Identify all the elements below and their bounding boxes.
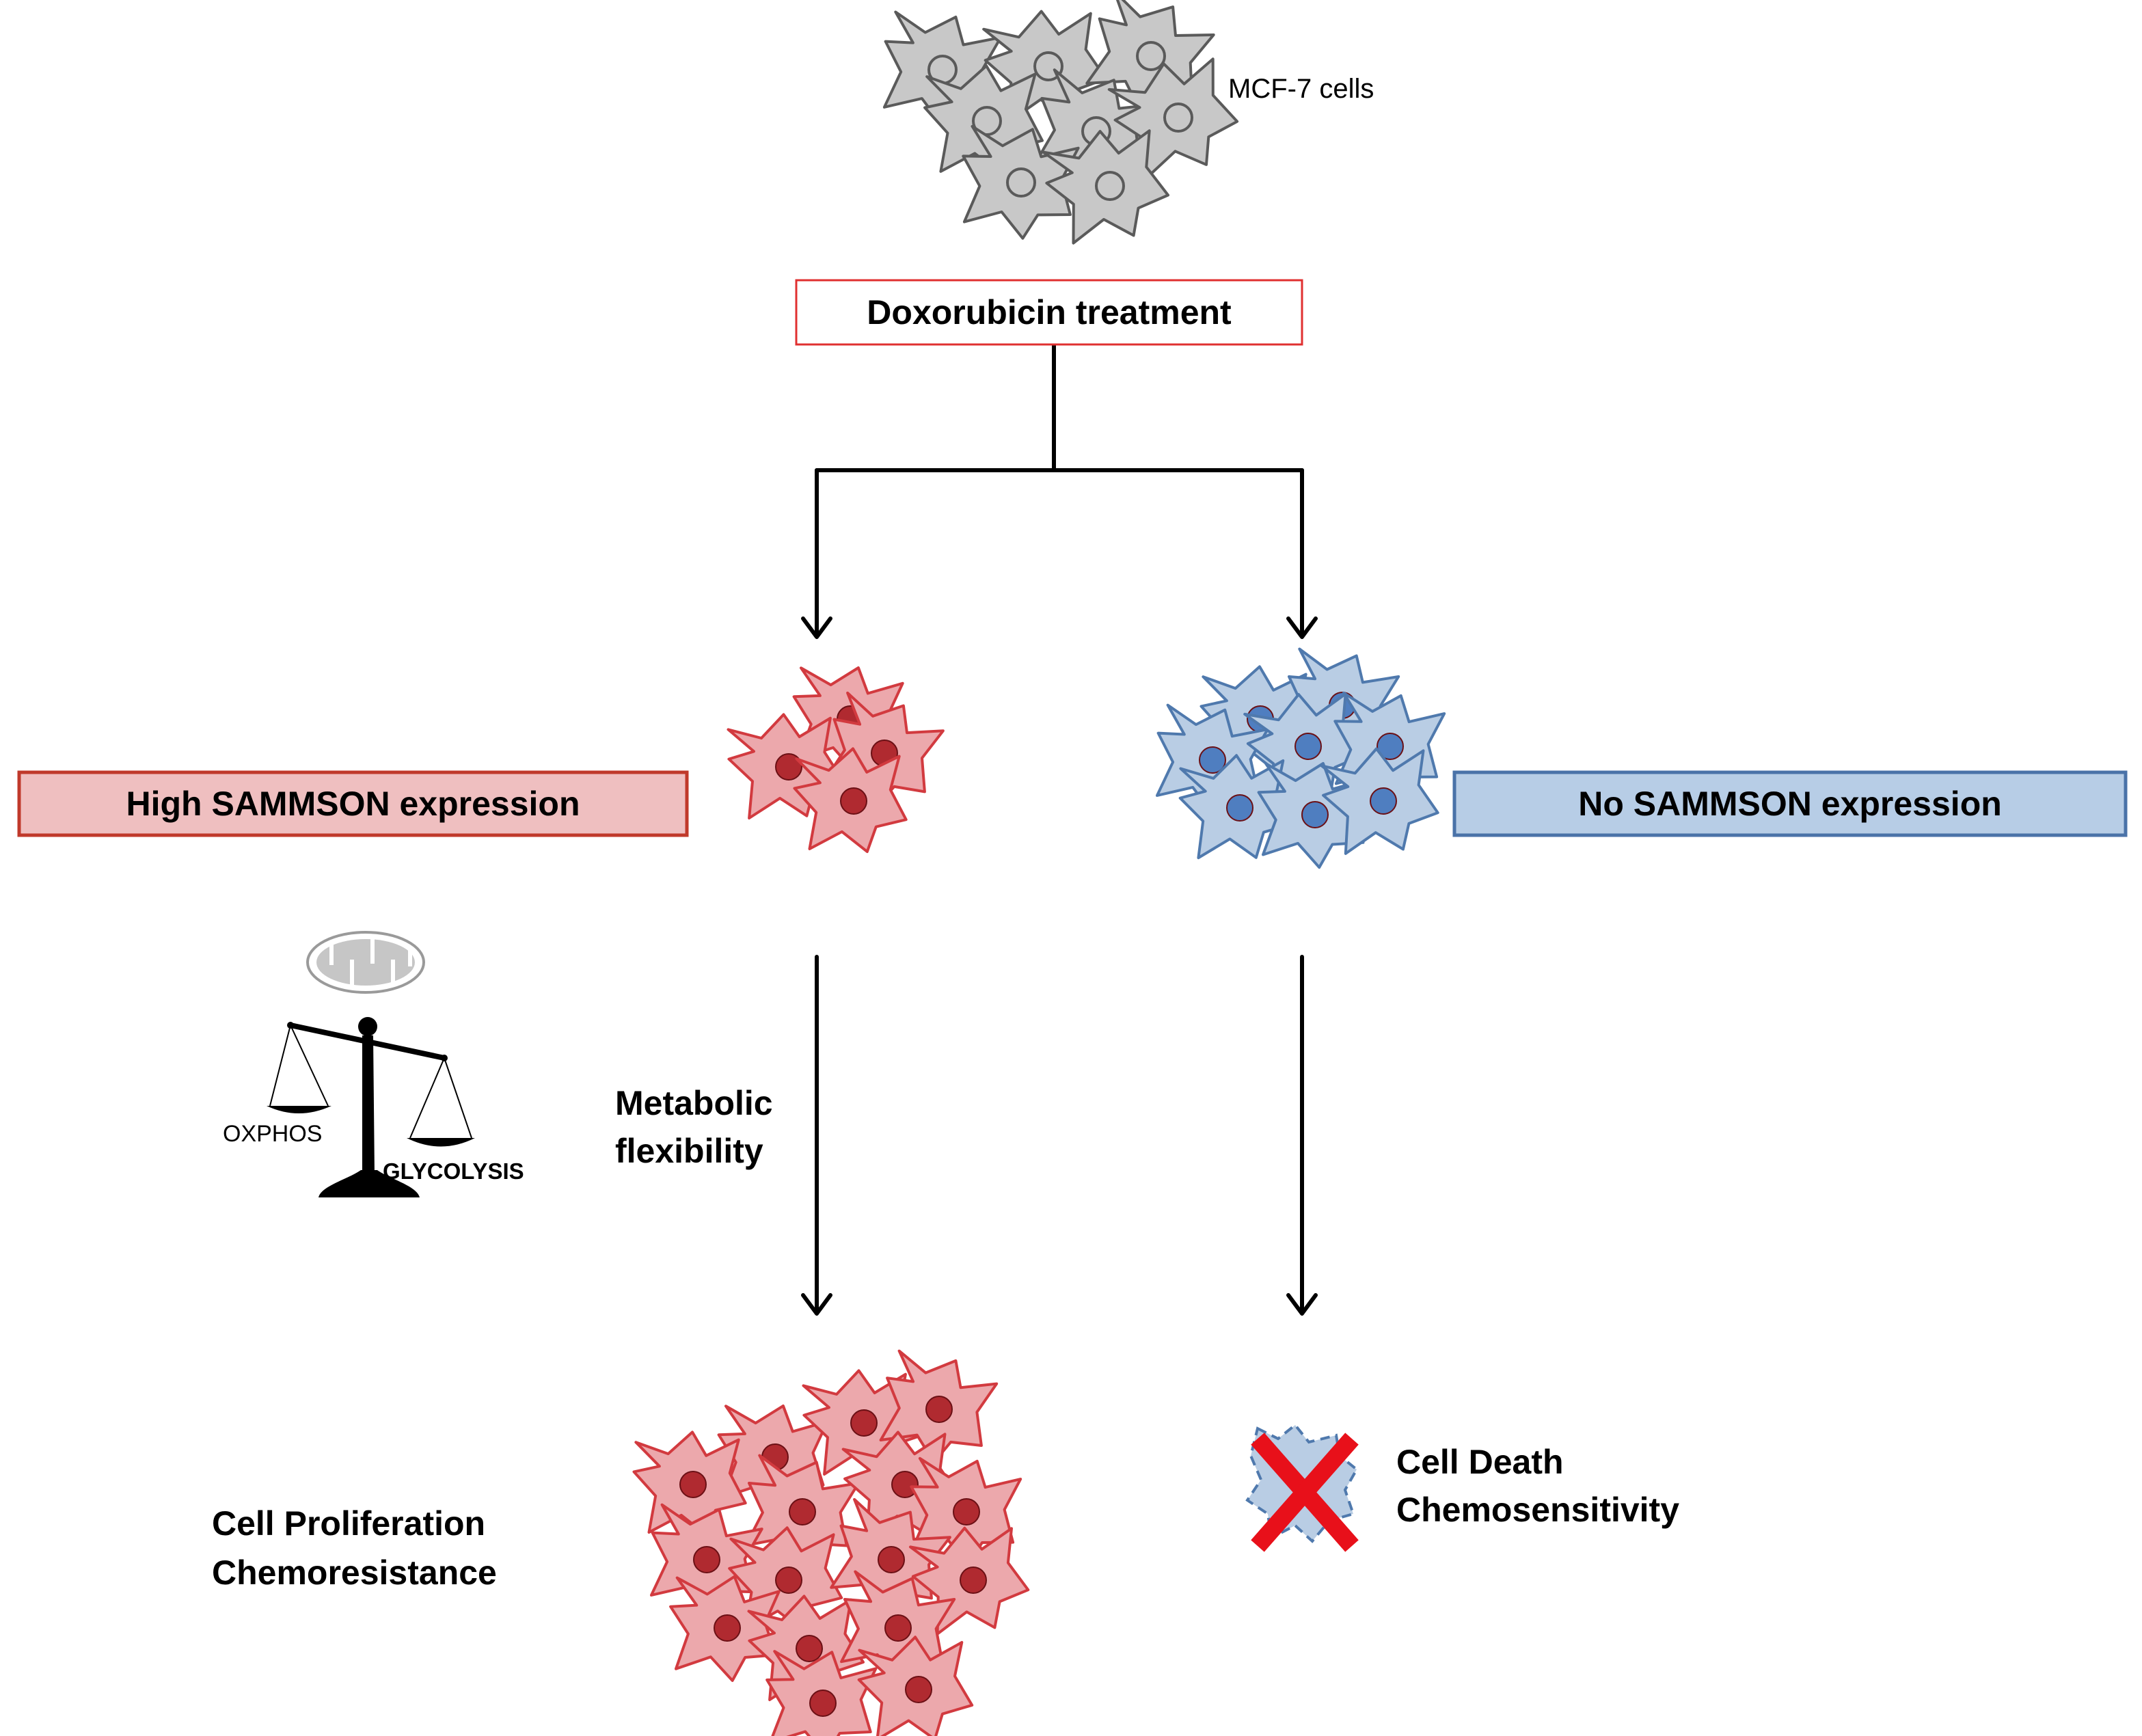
cell-nucleus [891, 1471, 919, 1498]
high-expr-box-frame [17, 770, 689, 837]
no-expr-box-frame [1452, 770, 2128, 837]
cell-icon [857, 1636, 974, 1736]
cell-icon [1107, 57, 1239, 179]
cell-line-label: MCF-7 cells [1228, 74, 1374, 104]
cell-icon [1178, 754, 1295, 860]
cell-icon [765, 1650, 878, 1736]
balance-base [318, 1170, 420, 1197]
cell-nucleus [884, 1614, 912, 1642]
no-sammson-cell-cluster [1156, 647, 1446, 869]
treatment-box: Doxorubicin treatment [796, 280, 1302, 344]
cell-nucleus [796, 1635, 823, 1662]
arrowhead-right-2 [1286, 1293, 1318, 1316]
outcome-left-line1: Cell Proliferation [212, 1504, 486, 1543]
cell-icon [802, 1369, 919, 1476]
arrowheads [801, 616, 1318, 1316]
dead-cell [1245, 1423, 1359, 1552]
treatment-box-frame [795, 279, 1303, 346]
glycolysis-label: GLYCOLYSIS [383, 1158, 524, 1184]
no-expression-label: No SAMMSON expression [1578, 785, 2002, 823]
cell-nucleus [1294, 733, 1322, 760]
cell-nucleus [1301, 801, 1329, 828]
cell-nucleus [809, 1690, 837, 1717]
cell-icon [1320, 747, 1439, 855]
balance-scale-icon [267, 1017, 475, 1197]
high-expression-label: High SAMMSON expression [126, 785, 580, 823]
cell-icon [962, 124, 1080, 240]
cell-icon [879, 1349, 999, 1464]
cell-nucleus [953, 1498, 980, 1525]
arrowhead-right-1 [1286, 616, 1318, 639]
cell-nucleus [714, 1614, 741, 1642]
outcome-right-line1: Cell Death [1396, 1443, 1564, 1481]
cell-nucleus [1163, 103, 1193, 133]
arrowhead-left-1 [801, 616, 832, 639]
outcome-right-line2: Chemosensitivity [1396, 1491, 1680, 1529]
cell-nucleus [1370, 787, 1397, 815]
cell-nucleus [1136, 41, 1166, 71]
cell-nucleus [679, 1471, 707, 1498]
cell-nucleus [775, 1567, 802, 1594]
balance-top-ball [358, 1017, 377, 1036]
cell-nucleus [1095, 171, 1125, 201]
cell-nucleus [1226, 794, 1253, 822]
cell-nucleus [1006, 167, 1036, 198]
cell-nucleus [1199, 746, 1226, 774]
right-pan [407, 1138, 475, 1147]
treatment-label: Doxorubicin treatment [867, 293, 1232, 331]
cell-nucleus [1377, 733, 1404, 760]
outcome-left-line2: Chemoresistance [212, 1554, 497, 1592]
left-pan [267, 1106, 331, 1113]
mitochondrion-icon [306, 931, 425, 994]
cell-icon [669, 1575, 781, 1682]
high-expression-box: High SAMMSON expression [19, 772, 687, 835]
cell-nucleus [840, 787, 867, 815]
cell-icon [793, 747, 908, 854]
cell-nucleus [905, 1676, 932, 1703]
oxphos-label: OXPHOS [223, 1121, 323, 1147]
cell-icon [632, 1430, 747, 1537]
cell-nucleus [925, 1396, 953, 1423]
arrowhead-left-2 [801, 1293, 832, 1316]
cross-icon [1251, 1433, 1359, 1552]
metabolic-flexibility-line1: Metabolic [615, 1084, 773, 1122]
cell-nucleus [960, 1567, 987, 1594]
cell-nucleus [693, 1546, 720, 1573]
cell-icon [1042, 129, 1169, 245]
metabolic-flexibility-line2: flexibility [615, 1132, 763, 1170]
cell-nucleus [850, 1409, 878, 1437]
cell-nucleus [878, 1546, 905, 1573]
mcf7-cell-cluster [882, 0, 1239, 245]
no-expression-box: No SAMMSON expression [1454, 772, 2126, 835]
cell-nucleus [775, 753, 802, 781]
cell-nucleus [789, 1498, 816, 1525]
flow-connectors [815, 343, 1304, 1314]
proliferating-cell-cluster [632, 1349, 1030, 1736]
balance-pillar [362, 1035, 375, 1176]
high-sammson-cell-cluster [727, 666, 945, 854]
